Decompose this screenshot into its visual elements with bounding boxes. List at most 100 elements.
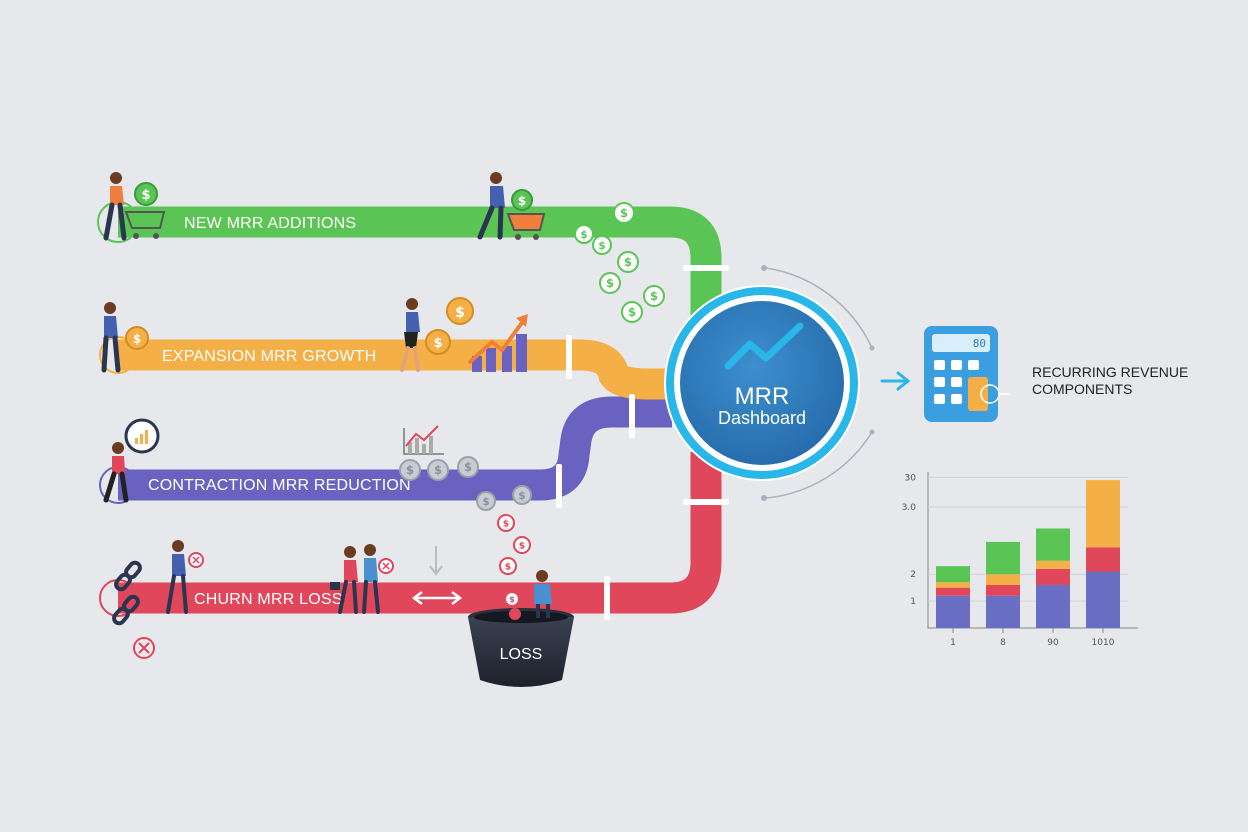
- churn-couple-icon: [330, 544, 394, 614]
- chart-bar-segment: [986, 584, 1020, 596]
- svg-text:$: $: [519, 540, 525, 551]
- svg-text:$: $: [482, 496, 489, 508]
- chart-bar-segment: [1036, 584, 1070, 628]
- small-chart-icon: [403, 425, 444, 455]
- calculator-display: 80: [973, 337, 986, 350]
- coin-icon: $: [512, 485, 532, 505]
- chart-bar-segment: [936, 587, 970, 596]
- x-tick-label: 90: [1047, 638, 1059, 648]
- expansion-pipe: [118, 339, 672, 400]
- growth-bars-icon: [468, 314, 528, 372]
- shopper-left-icon: $: [97, 172, 166, 243]
- chart-bar-segment: [1086, 480, 1120, 548]
- chart-bar-segment: [1086, 547, 1120, 572]
- hub-subtitle: Dashboard: [718, 408, 806, 428]
- coin-icon: $: [513, 536, 531, 554]
- down-arrow-icon: [429, 546, 443, 576]
- svg-text:$: $: [509, 595, 515, 604]
- coin-icon: $: [592, 235, 612, 255]
- y-tick-label: 2: [910, 570, 916, 580]
- new-pipe: [118, 206, 722, 318]
- chart-bar-segment: [986, 541, 1020, 575]
- coin-icon: $: [574, 224, 594, 244]
- x-tick-label: 1: [950, 638, 956, 648]
- svg-text:$: $: [141, 188, 150, 203]
- chart-bar-segment: [1086, 571, 1120, 628]
- coin-icon: $: [457, 456, 479, 478]
- stacked-bar-chart: 1 2 3.0 30 1 8 90 1010: [902, 472, 1138, 648]
- coin-icon: $: [504, 591, 520, 607]
- chart-x-ticks: 1 8 90 1010: [950, 628, 1115, 648]
- stream-label-expansion: EXPANSION MRR GROWTH: [162, 348, 376, 365]
- coin-icon: $: [621, 301, 643, 323]
- chart-bar-segment: [986, 574, 1020, 585]
- coin-icon: $: [399, 459, 421, 481]
- components-label-line2: COMPONENTS: [1032, 381, 1132, 397]
- stream-label-churn: CHURN MRR LOSS: [194, 591, 343, 608]
- contraction-pipe: [118, 396, 672, 501]
- expansion-person-left-icon: $: [99, 302, 149, 374]
- chart-bar-segment: [936, 566, 970, 583]
- stream-label-new: NEW MRR ADDITIONS: [184, 215, 356, 232]
- coin-icon: $: [499, 557, 517, 575]
- hub-core: [680, 301, 844, 465]
- red-coins: $$$$: [497, 514, 531, 607]
- chart-bar-segment: [1036, 568, 1070, 585]
- chart-bar-segment: [936, 582, 970, 588]
- broken-chain-icon: [99, 560, 155, 659]
- chart-y-ticks: 1 2 3.0 30: [902, 473, 917, 607]
- arrow-right-icon: [880, 371, 911, 391]
- stream-label-contraction: CONTRACTION MRR REDUCTION: [148, 477, 411, 494]
- green-coins: $ $ $ $ $ $ $: [574, 202, 665, 323]
- coin-icon: $: [613, 202, 635, 224]
- svg-text:$: $: [518, 194, 526, 208]
- svg-text:$: $: [464, 460, 472, 474]
- components-label-line1: RECURRING REVENUE: [1032, 364, 1188, 380]
- svg-text:$: $: [455, 305, 465, 321]
- y-tick-label: 30: [905, 473, 917, 483]
- svg-text:$: $: [580, 229, 587, 241]
- contraction-person-icon: [99, 418, 160, 504]
- svg-text:$: $: [434, 463, 442, 477]
- svg-text:$: $: [518, 490, 525, 502]
- svg-text:$: $: [606, 276, 614, 290]
- coin-icon: $: [643, 285, 665, 307]
- svg-text:$: $: [406, 463, 414, 477]
- svg-text:$: $: [650, 289, 658, 303]
- expansion-person-right-icon: $ $: [400, 297, 474, 372]
- churn-person-left-icon: [166, 540, 204, 614]
- svg-text:$: $: [433, 336, 442, 351]
- svg-text:$: $: [503, 518, 509, 529]
- pipe-joints: [556, 265, 729, 620]
- calculator-icon: [924, 326, 1010, 422]
- gray-coins: $ $ $ $ $: [399, 456, 532, 511]
- coin-icon: $: [427, 459, 449, 481]
- hub-title: MRR: [735, 383, 790, 410]
- coin-icon: $: [476, 491, 496, 511]
- chart-bars: [936, 480, 1120, 628]
- svg-text:$: $: [624, 255, 632, 269]
- churn-pipe: [118, 452, 722, 614]
- x-tick-label: 8: [1000, 638, 1006, 648]
- bucket-label: LOSS: [500, 646, 543, 663]
- coin-icon: $: [617, 251, 639, 273]
- svg-text:$: $: [598, 240, 605, 252]
- hub-ring: [666, 287, 858, 479]
- y-tick-label: 1: [910, 597, 916, 607]
- svg-text:$: $: [133, 332, 141, 346]
- shopper-right-icon: $: [477, 172, 546, 240]
- coin-icon: $: [497, 514, 515, 532]
- svg-text:$: $: [620, 206, 628, 220]
- x-tick-label: 1010: [1092, 638, 1115, 648]
- chart-bar-segment: [1036, 560, 1070, 569]
- y-tick-label: 3.0: [902, 503, 917, 513]
- chart-bar-segment: [1036, 528, 1070, 561]
- chart-bar-segment: [986, 595, 1020, 628]
- trend-line-icon: [724, 322, 804, 370]
- coin-icon: $: [599, 272, 621, 294]
- bucket-person-icon: [534, 570, 552, 618]
- hub-orbit: [761, 265, 875, 501]
- chart-bar-segment: [936, 595, 970, 628]
